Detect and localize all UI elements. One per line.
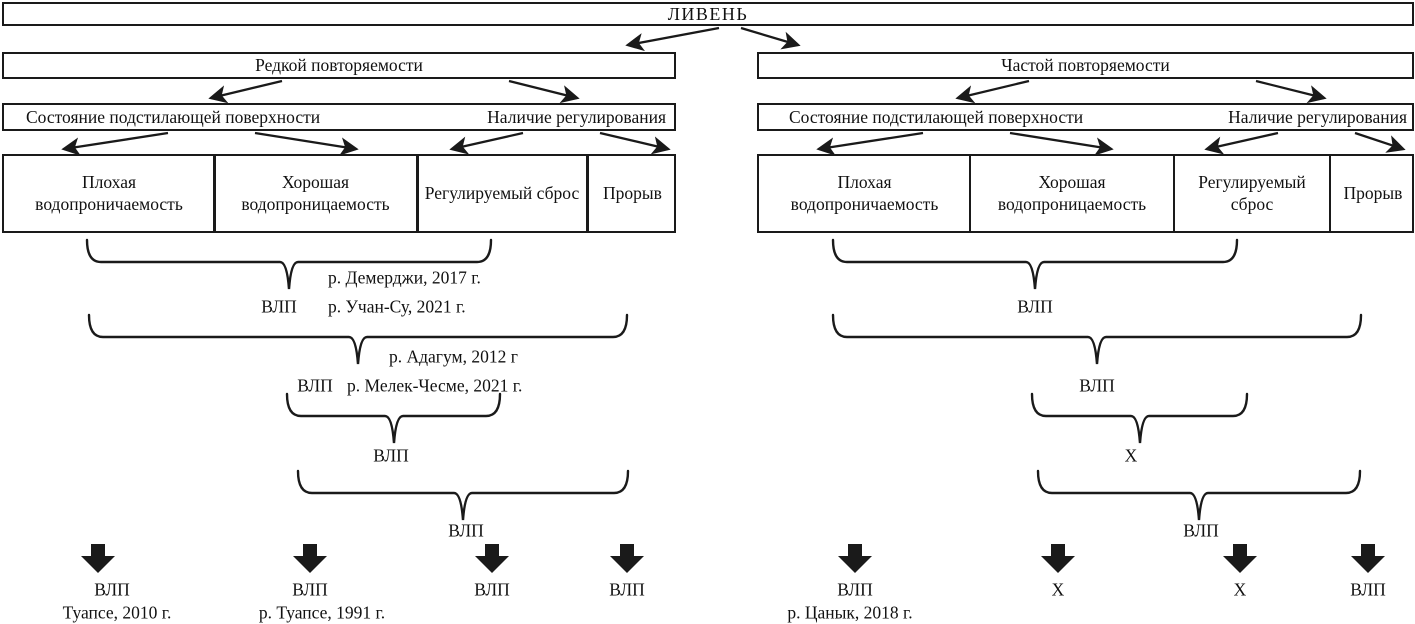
right-frequency-node: Частой повторяемости xyxy=(757,52,1414,79)
brace-left-2 xyxy=(87,313,629,365)
category-box: Плохая водопроничаемость xyxy=(4,156,214,231)
divider xyxy=(416,156,419,231)
down-arrow-icon xyxy=(475,544,509,573)
category-label: Плохая водопроничаемость xyxy=(35,171,183,214)
level2-arrows xyxy=(208,79,1327,104)
brace-left-4 xyxy=(296,469,630,521)
brace-right-4 xyxy=(1036,469,1362,521)
category-label: Регулируемый сброс xyxy=(424,182,580,203)
level1-arrows xyxy=(625,26,801,52)
down-arrow-icon xyxy=(81,544,115,573)
brace-label: ВЛП xyxy=(1079,375,1115,396)
outcome-example: Туапсе, 2010 г. xyxy=(62,602,172,623)
brace-left-3 xyxy=(285,392,502,444)
brace-right-1 xyxy=(831,238,1239,290)
category-box: Регулируемый сброс xyxy=(1174,156,1330,231)
right-frequency-label: Частой повторяемости xyxy=(1001,55,1170,76)
brace-label: ВЛП xyxy=(297,375,333,396)
category-box: Прорыв xyxy=(587,156,678,231)
brace-label: ВЛП xyxy=(448,520,484,541)
outcome-example: р. Цанык, 2018 г. xyxy=(787,602,913,623)
category-label: Регулируемый сброс xyxy=(1198,171,1306,214)
brace-example: р. Мелек-Чесме, 2021 г. xyxy=(347,375,523,396)
brace-label: ВЛП xyxy=(1017,296,1053,317)
left-factors-node: Состояние подстилающей поверхности Налич… xyxy=(2,103,676,131)
root-node: ЛИВЕНЬ xyxy=(2,2,1414,26)
brace-label: Х xyxy=(1124,445,1138,466)
brace-label: ВЛП xyxy=(373,445,409,466)
brace-example: р. Демерджи, 2017 г. xyxy=(328,267,481,288)
outcome-label: ВЛП xyxy=(292,579,328,600)
outcome-label: ВЛП xyxy=(474,579,510,600)
down-arrow-icon xyxy=(838,544,872,573)
category-label: Хорошая водопроницаемость xyxy=(997,171,1147,214)
left-regulation-factor-label: Наличие регулирования xyxy=(487,106,666,127)
outcome-down-arrows xyxy=(81,544,1385,573)
divider xyxy=(213,156,216,231)
divider xyxy=(1172,156,1175,231)
outcome-label: ВЛП xyxy=(609,579,645,600)
down-arrow-icon xyxy=(610,544,644,573)
divider xyxy=(968,156,971,231)
right-surface-factor-label: Состояние подстилающей поверхности xyxy=(789,106,1084,127)
curly-braces xyxy=(85,238,1363,521)
divider xyxy=(1328,156,1331,231)
brace-right-2 xyxy=(831,313,1363,365)
category-label: Хорошая водопроницаемость xyxy=(241,171,390,214)
down-arrow-icon xyxy=(293,544,327,573)
brace-example: р. Учан-Су, 2021 г. xyxy=(328,296,466,317)
outcome-label: ВЛП xyxy=(1350,579,1386,600)
category-box: Прорыв xyxy=(1330,156,1415,231)
right-category-row: Плохая водопроничаемость Хорошая водопро… xyxy=(757,154,1414,233)
category-box: Хорошая водопроницаемость xyxy=(970,156,1174,231)
brace-label: ВЛП xyxy=(1183,520,1219,541)
outcome-label: ВЛП xyxy=(837,579,873,600)
outcome-label: Х xyxy=(1051,579,1065,600)
divider xyxy=(586,156,589,231)
root-node-label: ЛИВЕНЬ xyxy=(667,3,749,24)
right-regulation-factor-label: Наличие регулирования xyxy=(1228,106,1407,127)
category-box: Плохая водопроничаемость xyxy=(759,156,970,231)
brace-right-3 xyxy=(1030,392,1249,444)
outcome-example: р. Туапсе, 1991 г. xyxy=(258,602,386,623)
down-arrow-icon xyxy=(1041,544,1075,573)
category-label: Прорыв xyxy=(1343,182,1403,203)
outcome-label: Х xyxy=(1233,579,1247,600)
down-arrow-icon xyxy=(1351,544,1385,573)
category-box: Регулируемый сброс xyxy=(417,156,587,231)
category-label: Плохая водопроничаемость xyxy=(790,171,939,214)
left-frequency-label: Редкой повторяемости xyxy=(255,55,423,76)
brace-label: ВЛП xyxy=(261,296,297,317)
category-box: Хорошая водопроницаемость xyxy=(214,156,417,231)
right-factors-node: Состояние подстилающей поверхности Налич… xyxy=(757,103,1414,131)
brace-example: р. Адагум, 2012 г xyxy=(389,346,518,367)
left-surface-factor-label: Состояние подстилающей поверхности xyxy=(26,106,321,127)
outcome-label: ВЛП xyxy=(94,579,130,600)
brace-left-1 xyxy=(85,238,493,290)
left-frequency-node: Редкой повторяемости xyxy=(2,52,676,79)
left-category-row: Плохая водопроничаемость Хорошая водопро… xyxy=(2,154,676,233)
down-arrow-icon xyxy=(1223,544,1257,573)
category-label: Прорыв xyxy=(603,182,662,203)
level3-arrows xyxy=(61,131,1406,156)
